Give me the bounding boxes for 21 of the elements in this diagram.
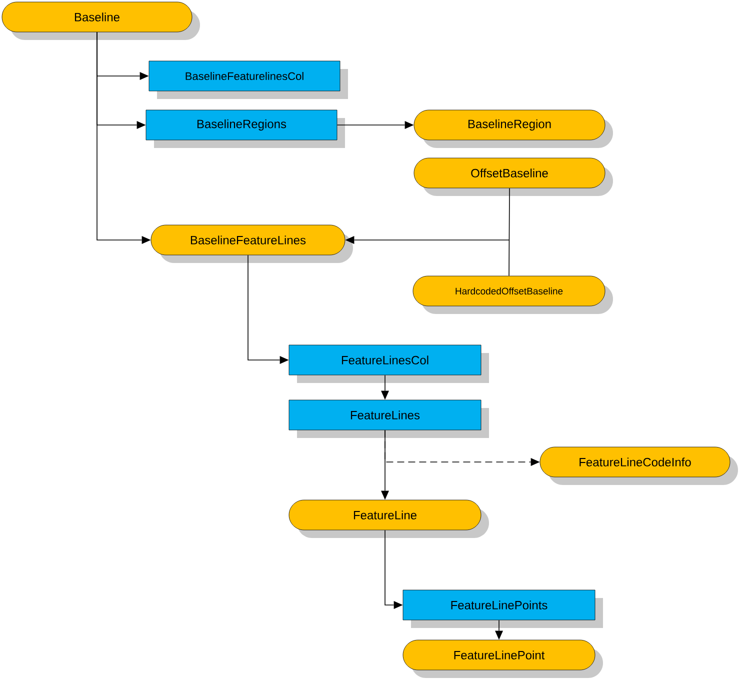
arrow <box>381 430 389 500</box>
collection-box: BaselineFeaturelinesCol <box>148 60 348 99</box>
collection-box: FeatureLinePoints <box>402 590 603 628</box>
class-pill: Baseline <box>2 2 200 40</box>
class-pill: FeatureLinePoint <box>402 640 603 678</box>
arrow <box>495 620 503 640</box>
collection-box: FeatureLinesCol <box>288 344 489 383</box>
collection-box: FeatureLines <box>288 400 489 438</box>
arrow <box>345 188 510 276</box>
arrow <box>248 254 289 364</box>
arrow <box>336 121 414 129</box>
class-pill: BaselineRegion <box>414 110 613 148</box>
collection-box: BaselineRegions <box>146 110 345 148</box>
class-pill: OffsetBaseline <box>414 158 613 196</box>
arrow <box>384 530 403 609</box>
arrow <box>96 32 151 244</box>
class-pill: FeatureLineCodeInfo <box>540 446 738 485</box>
arrow <box>381 374 389 400</box>
class-pill: HardcodedOffsetBaseline <box>412 276 613 314</box>
class-pill: BaselineFeatureLines <box>150 224 353 263</box>
class-pill: FeatureLine <box>288 500 489 538</box>
